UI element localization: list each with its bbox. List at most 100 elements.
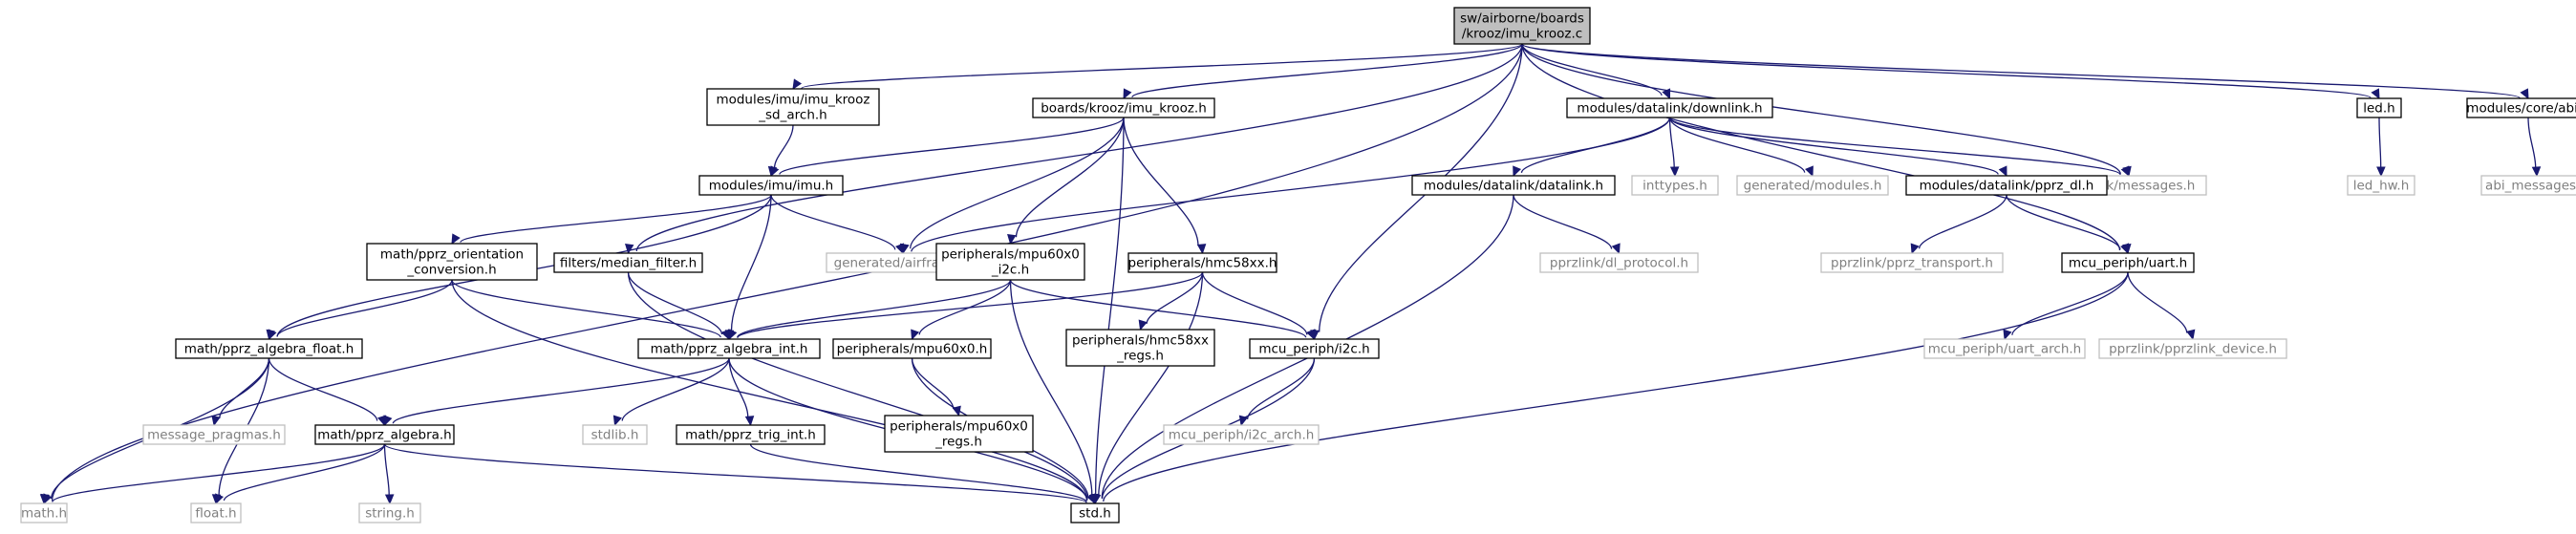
edge-line: [621, 357, 730, 421]
node-led-h[interactable]: led.h: [2356, 97, 2402, 118]
node-label: sw/airborne/boards: [1460, 11, 1584, 27]
edge-arrowhead: [2003, 329, 2012, 341]
node-abi-h[interactable]: modules/core/abi.h: [2466, 97, 2576, 118]
edge-hmc58xx-to-algebra_int: [728, 271, 1204, 341]
edge-line: [392, 357, 730, 424]
node-label: stdlib.h: [591, 428, 639, 443]
edge-arrowhead: [1196, 244, 1207, 255]
edge-line: [276, 279, 453, 337]
edge-arrowhead: [1805, 165, 1814, 178]
edge-line: [728, 357, 749, 417]
node-pprz-dl[interactable]: modules/datalink/pprz_dl.h: [1905, 175, 2108, 196]
node-dl-protocol: pprzlink/dl_protocol.h: [1539, 252, 1699, 273]
node-algebra-h[interactable]: math/pprz_algebra.h: [314, 424, 455, 445]
node-root[interactable]: sw/airborne/boards/krooz/imu_krooz.c: [1453, 7, 1591, 45]
node-label: _sd_arch.h: [758, 108, 826, 123]
edge-line: [1123, 117, 1199, 246]
edge-line: [383, 443, 390, 496]
edge-line: [1146, 271, 1204, 325]
node-std-h[interactable]: std.h: [1070, 502, 1120, 523]
edge-downlink-to-messages_h: [1668, 117, 2130, 178]
node-datalink-h[interactable]: modules/datalink/datalink.h: [1411, 175, 1616, 196]
edge-line: [52, 443, 386, 503]
node-inttypes-h: inttypes.h: [1631, 175, 1719, 196]
node-label: peripherals/hmc58xx: [1072, 333, 1209, 349]
edge-line: [737, 279, 1012, 338]
edge-algebra_int-to-trig_int: [728, 357, 755, 427]
edge-line: [451, 279, 721, 338]
node-mpu60x0-h[interactable]: peripherals/mpu60x0.h: [832, 338, 992, 359]
node-label: math.h: [21, 506, 67, 522]
node-algebra-float[interactable]: math/pprz_algebra_float.h: [175, 338, 363, 359]
edge-line: [918, 279, 1012, 335]
node-stdlib-h: stdlib.h: [582, 424, 648, 445]
node-mpu60x0-i2c[interactable]: peripherals/mpu60x0_i2c.h: [935, 243, 1085, 281]
edge-algebra_float-to-algebra_h: [268, 357, 387, 427]
edge-arrowhead: [1998, 165, 2007, 178]
edge-orientation_conv-to-algebra_float: [268, 279, 453, 341]
node-label: float.h: [195, 506, 236, 522]
node-label: peripherals/mpu60x0: [941, 247, 1080, 263]
node-mcu-i2c[interactable]: mcu_periph/i2c.h: [1249, 338, 1380, 359]
edge-downlink-to-pprz_dl: [1668, 117, 2007, 178]
edge-line: [2127, 271, 2188, 333]
node-imu-h[interactable]: modules/imu/imu.h: [698, 175, 844, 196]
node-label: pprzlink/pprz_transport.h: [1831, 256, 1993, 271]
node-orientation-conv[interactable]: math/pprz_orientation_conversion.h: [366, 243, 538, 281]
node-generated-modules: generated/modules.h: [1736, 175, 1889, 196]
node-pprzlink-device: pprzlink/pprzlink_device.h: [2098, 338, 2287, 359]
edge-line: [1521, 43, 2121, 175]
node-label: modules/core/abi.h: [2466, 101, 2576, 117]
node-box: [20, 502, 68, 523]
node-label: led_hw.h: [2353, 179, 2410, 194]
node-mcu-uart[interactable]: mcu_periph/uart.h: [2061, 252, 2195, 273]
edge-line: [1095, 117, 1125, 496]
node-box: [358, 502, 421, 523]
edge-pprz_dl-to-pprz_transport: [1910, 194, 2007, 255]
node-box: [698, 175, 844, 196]
edge-arrowhead: [2376, 166, 2386, 178]
node-box: [1631, 175, 1719, 196]
edge-arrowhead: [792, 78, 803, 91]
node-message-pragmas: message_pragmas.h: [142, 424, 286, 445]
node-imu-krooz-sd-arch[interactable]: modules/imu/imu_krooz_sd_arch.h: [706, 88, 880, 126]
node-label: pprzlink/pprzlink_device.h: [2109, 342, 2277, 357]
node-downlink[interactable]: modules/datalink/downlink.h: [1566, 97, 1773, 118]
node-label: _regs.h: [1116, 349, 1164, 364]
node-algebra-int[interactable]: math/pprz_algebra_int.h: [637, 338, 821, 359]
node-box: [884, 415, 1034, 453]
node-box: [1923, 338, 2086, 359]
node-label: pprzlink/dl_protocol.h: [1550, 256, 1688, 271]
edge-arrowhead: [1307, 329, 1317, 341]
edge-mpu60x0_i2c-to-std_h: [1009, 279, 1100, 505]
node-boards-imu-krooz[interactable]: boards/krooz/imu_krooz.h: [1032, 97, 1215, 118]
edge-line: [1131, 43, 1523, 98]
edge-arrowhead: [2520, 88, 2529, 100]
node-mpu60x0-regs[interactable]: peripherals/mpu60x0_regs.h: [884, 415, 1034, 453]
node-label: peripherals/hmc58xx.h: [1128, 256, 1277, 271]
node-box: [1065, 329, 1215, 367]
edge-line: [383, 443, 1087, 503]
node-box: [366, 243, 538, 281]
node-median-filter[interactable]: filters/median_filter.h: [553, 252, 703, 273]
node-label: message_pragmas.h: [147, 428, 281, 443]
node-abi-messages: abi_messages.h: [2480, 175, 2576, 196]
edge-line: [1201, 271, 1308, 335]
edge-orientation_conv-to-algebra_int: [451, 279, 730, 341]
edge-downlink-to-inttypes_h: [1668, 117, 1680, 178]
edge-line: [2378, 117, 2382, 168]
edge-algebra_h-to-std_h: [383, 443, 1096, 505]
edge-mcu_uart-to-uart_arch: [2003, 271, 2129, 341]
node-label: modules/datalink/pprz_dl.h: [1920, 179, 2094, 194]
node-box: [1539, 252, 1699, 273]
node-box: [1566, 97, 1773, 118]
edge-arrowhead: [2120, 243, 2130, 255]
edge-line: [2006, 194, 2121, 250]
node-label: led.h: [2363, 101, 2394, 117]
node-label: generated/modules.h: [1744, 179, 1882, 194]
edge-line: [1521, 43, 2521, 99]
node-hmc58xx[interactable]: peripherals/hmc58xx.h: [1127, 252, 1277, 273]
node-box: [1070, 502, 1120, 523]
node-hmc58xx-regs[interactable]: peripherals/hmc58xx_regs.h: [1065, 329, 1215, 367]
node-trig-int[interactable]: math/pprz_trig_int.h: [676, 424, 826, 445]
